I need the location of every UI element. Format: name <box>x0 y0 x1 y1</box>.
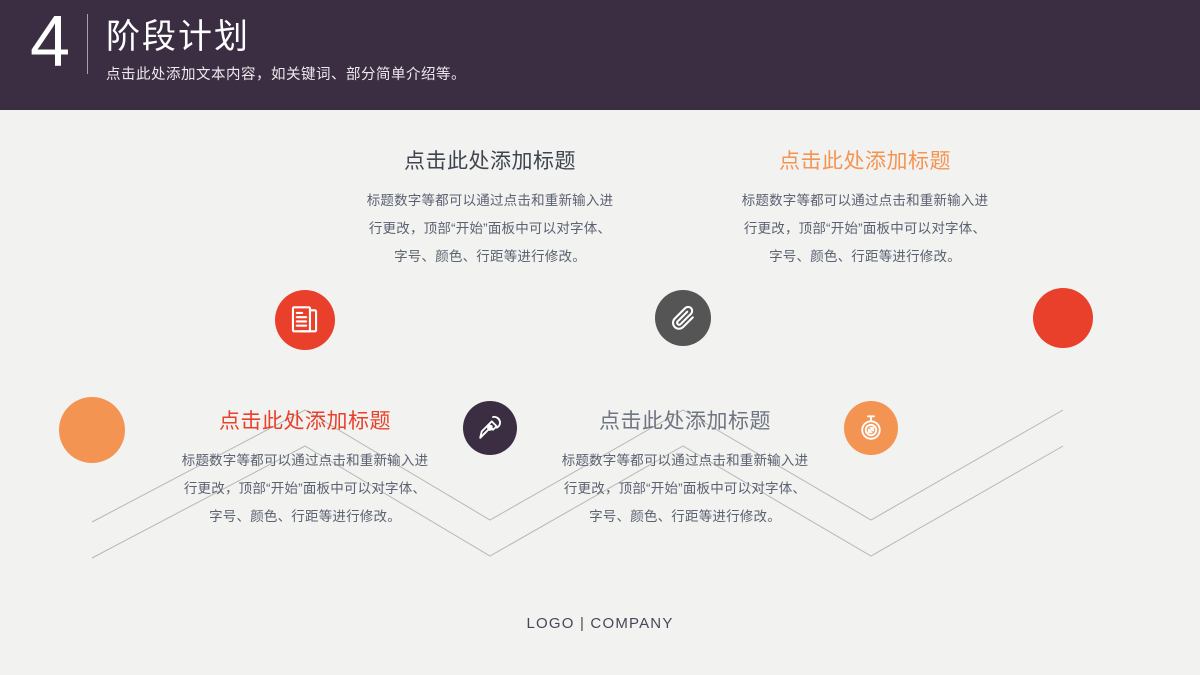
page-subtitle: 点击此处添加文本内容，如关键词、部分简单介绍等。 <box>106 67 467 84</box>
slide-header: 4 阶段计划 点击此处添加文本内容，如关键词、部分简单介绍等。 <box>0 0 1200 110</box>
content-block-4-body: 标题数字等都可以通过点击和重新输入进行更改，顶部“开始”面板中可以对字体、字号、… <box>561 453 809 524</box>
node-orange-left[interactable] <box>59 397 125 463</box>
content-block-4[interactable]: 点击此处添加标题 标题数字等都可以通过点击和重新输入进行更改，顶部“开始”面板中… <box>560 408 810 531</box>
content-block-4-title: 点击此处添加标题 <box>599 410 771 433</box>
connector-zigzag <box>0 110 1200 675</box>
node-gray-clip[interactable] <box>655 290 711 346</box>
connector-line-lower <box>92 446 1063 558</box>
content-block-1-title: 点击此处添加标题 <box>404 150 576 173</box>
content-block-2-title: 点击此处添加标题 <box>779 150 951 173</box>
paperclip-icon <box>668 303 699 334</box>
header-text-group: 阶段计划 点击此处添加文本内容，如关键词、部分简单介绍等。 <box>88 8 466 84</box>
content-block-3-body: 标题数字等都可以通过点击和重新输入进行更改，顶部“开始”面板中可以对字体、字号、… <box>181 453 429 524</box>
content-block-3[interactable]: 点击此处添加标题 标题数字等都可以通过点击和重新输入进行更改，顶部“开始”面板中… <box>180 408 430 531</box>
page-title: 阶段计划 <box>106 18 251 56</box>
header-inner: 4 阶段计划 点击此处添加文本内容，如关键词、部分简单介绍等。 <box>30 2 466 84</box>
header-section-number: 4 <box>30 2 70 82</box>
content-block-2-body: 标题数字等都可以通过点击和重新输入进行更改，顶部“开始”面板中可以对字体、字号、… <box>741 193 989 264</box>
node-orange-timer[interactable] <box>844 401 898 455</box>
pen-nib-icon <box>475 413 505 443</box>
footer-logo-company: LOGO | COMPANY <box>526 615 674 632</box>
content-block-1[interactable]: 点击此处添加标题 标题数字等都可以通过点击和重新输入进行更改，顶部“开始”面板中… <box>365 148 615 271</box>
node-red-doc[interactable] <box>275 290 335 350</box>
document-icon <box>288 303 322 337</box>
stopwatch-icon <box>856 413 886 443</box>
node-red-right[interactable] <box>1033 288 1093 348</box>
content-block-1-body: 标题数字等都可以通过点击和重新输入进行更改，顶部“开始”面板中可以对字体、字号、… <box>366 193 614 264</box>
content-block-2[interactable]: 点击此处添加标题 标题数字等都可以通过点击和重新输入进行更改，顶部“开始”面板中… <box>740 148 990 271</box>
node-purple-pen[interactable] <box>463 401 517 455</box>
content-block-3-title: 点击此处添加标题 <box>219 410 391 433</box>
header-divider <box>87 14 89 75</box>
connector-line-upper <box>92 410 1063 522</box>
